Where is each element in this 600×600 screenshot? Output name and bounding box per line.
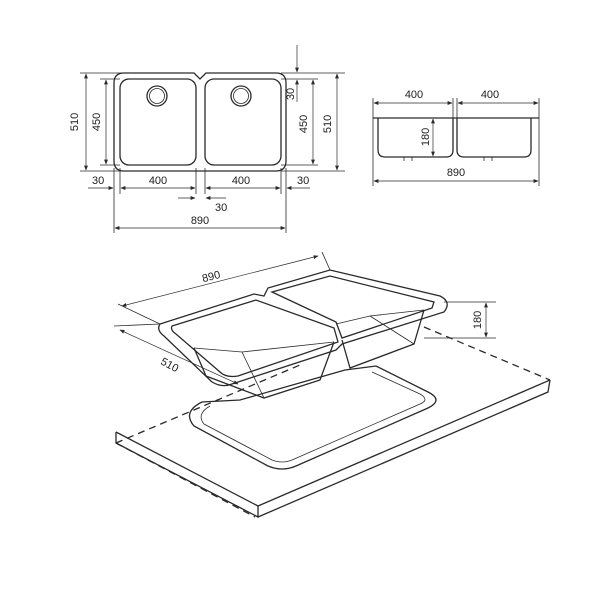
countertop-top: [115, 379, 551, 507]
dim-bowl-width-right: 400: [232, 175, 250, 187]
section-dim-overall-width: 890: [447, 167, 465, 179]
right-drain: [230, 85, 252, 107]
section-right-bowl: [456, 118, 532, 158]
iso-right-bowl: [270, 275, 435, 339]
right-bowl: [204, 78, 282, 166]
section-dim-depth: 180: [420, 128, 432, 146]
dim-overall-height: 510: [69, 113, 81, 131]
countertop-back-edge: [115, 364, 301, 444]
dim-overall-width: 890: [191, 215, 209, 227]
dim-bowl-width-left: 400: [149, 175, 167, 187]
isometric-view: 890 510 180: [113, 251, 551, 519]
countertop-front: [115, 432, 259, 519]
countertop-cutout: [188, 365, 437, 470]
iso-dim-depth: 180: [472, 311, 484, 329]
left-drain: [146, 85, 168, 107]
dim-bowl-height-left: 450: [91, 113, 103, 131]
dim-right-margin: 30: [297, 175, 309, 187]
dim-bowl-height-right: 450: [298, 115, 310, 133]
section-dim-left-width: 400: [405, 89, 423, 101]
iso-dim-overall-depth: 510: [158, 356, 180, 375]
section-left-bowl: [377, 118, 454, 158]
section-dim-right-width: 400: [481, 89, 499, 101]
dim-overall-height-right: 510: [322, 115, 334, 133]
section-view: 400 400 180 890: [372, 89, 540, 186]
sink-rim: [158, 269, 448, 387]
dim-center-gap: 30: [215, 202, 227, 214]
iso-dim-overall-width: 890: [201, 269, 222, 285]
dim-top-offset: 30: [285, 88, 297, 100]
top-view: 510 450 30 450 510 30 400 400 30 30 890: [69, 45, 345, 233]
dim-left-margin: 30: [92, 175, 104, 187]
left-bowl: [119, 78, 197, 166]
sink-outline: [113, 72, 287, 172]
